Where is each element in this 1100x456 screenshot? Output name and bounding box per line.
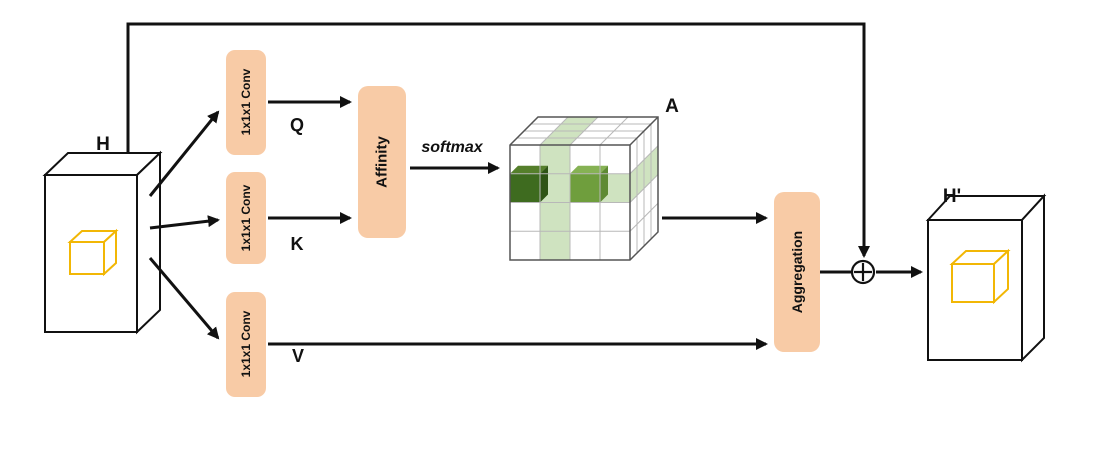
aggregation-block: Aggregation <box>774 192 820 352</box>
cube-outline <box>509 116 659 261</box>
v-label: V <box>292 346 304 366</box>
input-voxel-cube <box>67 228 119 277</box>
cube-cell-mid <box>570 173 600 203</box>
q-label: Q <box>290 115 304 135</box>
arrow-h-to-k <box>149 215 220 230</box>
attention-map-label: A <box>665 96 679 117</box>
cube-cell-col-mid2 <box>540 202 570 232</box>
cube-cell-col-bottom <box>540 231 570 260</box>
softmax-label: softmax <box>421 139 483 156</box>
k-label: K <box>291 234 304 254</box>
conv-k-block: 1x1x1 Conv <box>226 172 266 264</box>
cube-grid-lines <box>510 116 659 260</box>
conv-k-label: 1x1x1 Conv <box>239 184 253 251</box>
arrow-h-to-q <box>148 110 220 197</box>
arrow-h-to-v <box>148 257 220 340</box>
affinity-label: Affinity <box>374 136 391 188</box>
output-box-right <box>1021 193 1045 363</box>
input-box-right <box>136 150 161 335</box>
output-voxel-cube <box>949 248 1011 305</box>
conv-v-label: 1x1x1 Conv <box>239 310 253 377</box>
conv-v-block: 1x1x1 Conv <box>226 292 266 397</box>
cube-dark-side <box>540 165 548 203</box>
output-voxel-front <box>951 263 995 303</box>
affinity-block: Affinity <box>358 86 406 238</box>
skip-connection-line <box>126 22 870 258</box>
attention-cube <box>509 116 659 261</box>
input-fanout-arrows <box>148 110 220 340</box>
conv-q-block: 1x1x1 Conv <box>226 50 266 155</box>
aggregation-label: Aggregation <box>789 231 805 313</box>
conv-q-label: 1x1x1 Conv <box>239 68 253 135</box>
output-label: H' <box>943 186 961 207</box>
input-voxel-front <box>69 241 105 275</box>
cube-mid-top <box>570 165 608 174</box>
cube-dark-top <box>510 165 548 174</box>
input-label: H <box>96 134 110 155</box>
cube-mid-side <box>600 165 608 203</box>
qkv-arrows <box>268 96 768 350</box>
circle-plus-icon <box>850 259 876 285</box>
cube-cell-dark <box>510 173 540 203</box>
